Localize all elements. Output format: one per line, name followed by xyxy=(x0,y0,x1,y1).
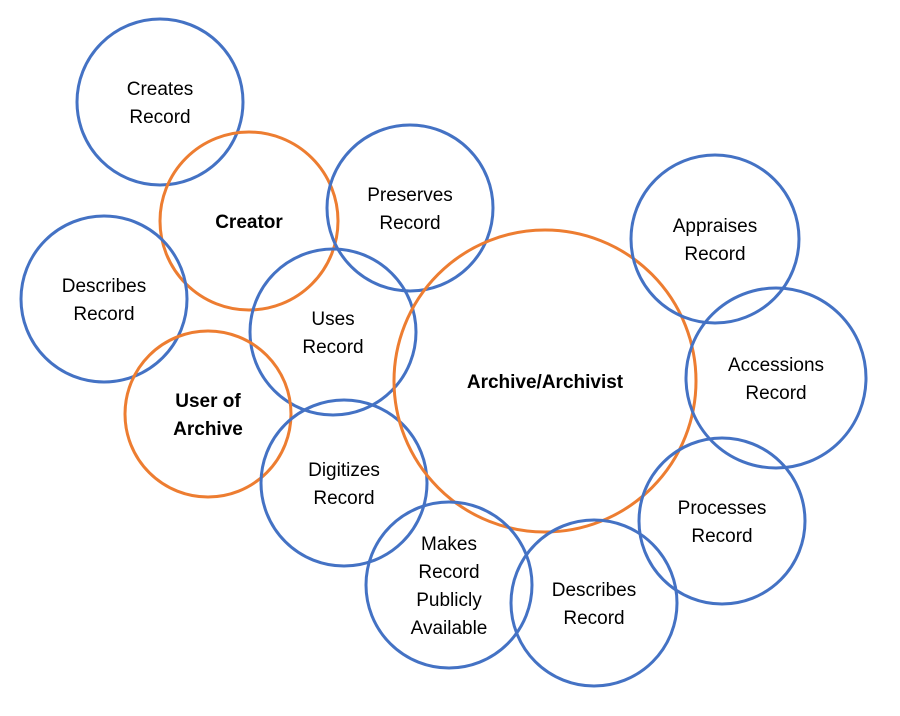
activity-circle xyxy=(248,247,418,417)
node-label-line: Makes xyxy=(421,534,477,555)
activity-circle xyxy=(19,214,189,384)
activity-circle xyxy=(629,153,801,325)
node-label-line: Creates xyxy=(127,79,194,100)
node-label-line: Digitizes xyxy=(308,460,380,481)
actor-circle xyxy=(158,130,340,312)
activity-circle xyxy=(325,123,495,293)
node-label-line: Record xyxy=(563,608,624,629)
node-label-line: Accessions xyxy=(728,355,824,376)
node-label-line: Archive/Archivist xyxy=(467,372,624,393)
actor-circle xyxy=(123,329,293,499)
node-label-line: Appraises xyxy=(673,216,758,237)
node-label-line: Record xyxy=(684,244,745,265)
node-label-line: Available xyxy=(411,618,488,639)
node-label-line: Record xyxy=(691,526,752,547)
node-label-line: Archive xyxy=(173,419,243,440)
node-label-line: Publicly xyxy=(416,590,482,611)
activity-circle xyxy=(637,436,807,606)
activity-circle xyxy=(364,500,534,670)
node-label-line: Record xyxy=(313,488,374,509)
node-label-line: Record xyxy=(418,562,479,583)
node-archive-archivist: Archive/Archivist xyxy=(392,228,698,534)
actor-circle xyxy=(392,228,698,534)
node-user-of-archive: User of Archive xyxy=(123,329,293,499)
node-label-line: Record xyxy=(302,337,363,358)
node-label-line: Describes xyxy=(552,580,636,601)
node-label-line: Record xyxy=(745,383,806,404)
node-label-line: Record xyxy=(73,304,134,325)
node-creator: Creator xyxy=(158,130,340,312)
node-label-line: Record xyxy=(129,107,190,128)
node-label-line: Processes xyxy=(678,498,767,519)
activity-circle xyxy=(259,398,429,568)
activity-circle xyxy=(684,286,868,470)
node-label-line: User of xyxy=(175,391,241,412)
node-label-line: Preserves xyxy=(367,185,453,206)
node-label-line: Creator xyxy=(215,212,283,233)
activity-circle xyxy=(75,17,245,187)
node-label-line: Describes xyxy=(62,276,146,297)
activity-circle xyxy=(509,518,679,688)
node-label-line: Record xyxy=(379,213,440,234)
node-label-line: Uses xyxy=(311,309,354,330)
